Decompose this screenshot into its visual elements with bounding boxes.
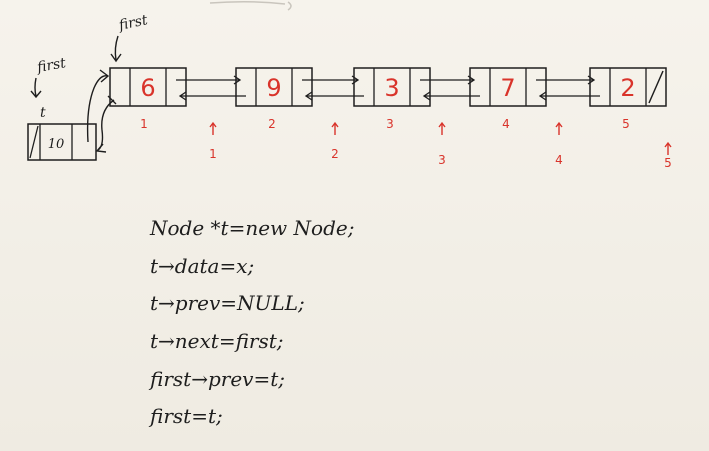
new-node-data: 10 xyxy=(48,137,65,152)
node-data: 3 xyxy=(384,74,399,102)
node-index: 5 xyxy=(622,117,630,131)
node-index: 1 xyxy=(140,117,148,131)
code-line-6: first=t; xyxy=(150,404,223,428)
gap-index: 5 xyxy=(664,156,672,170)
next-link-arrow xyxy=(176,75,242,85)
null-slash xyxy=(648,70,664,104)
node-data: 2 xyxy=(620,74,635,102)
gap-up-arrow xyxy=(438,121,446,135)
next-link-arrow xyxy=(536,75,596,85)
first-label-top: first xyxy=(117,12,150,34)
node-data: 7 xyxy=(500,74,515,102)
gap-index: 1 xyxy=(209,147,217,161)
prev-link-arrow xyxy=(304,91,364,101)
code-line-4: t→next=first; xyxy=(150,329,284,353)
gap-up-arrow xyxy=(209,121,217,135)
node-data: 6 xyxy=(140,74,155,102)
first-label-left: first xyxy=(35,55,68,76)
list-node: 2 xyxy=(589,67,667,107)
first-prev-cross xyxy=(107,95,117,105)
next-link-arrow xyxy=(302,75,360,85)
first-top-arrow xyxy=(110,35,122,63)
list-node: 7 xyxy=(469,67,547,107)
code-line-2: t→data=x; xyxy=(150,254,255,278)
next-link-arrow xyxy=(420,75,476,85)
t-next-curve xyxy=(86,69,110,143)
top-edge-scribble xyxy=(209,0,292,11)
gap-index: 3 xyxy=(438,153,446,167)
list-node: 6 xyxy=(109,67,187,107)
first-left-arrow xyxy=(30,77,42,99)
prev-link-arrow xyxy=(178,91,246,101)
prev-link-arrow xyxy=(538,91,600,101)
new-node-t: 10 xyxy=(27,123,97,161)
code-line-3: t→prev=NULL; xyxy=(150,291,305,315)
first-prev-curve xyxy=(95,99,115,153)
gap-up-arrow xyxy=(664,141,672,155)
node-index: 3 xyxy=(386,117,394,131)
node-index: 4 xyxy=(502,117,510,131)
code-line-1: Node *t=new Node; xyxy=(150,216,355,240)
list-node: 3 xyxy=(353,67,431,107)
prev-link-arrow xyxy=(422,91,480,101)
code-line-5: first→prev=t; xyxy=(150,367,285,391)
node-data: 9 xyxy=(266,74,281,102)
gap-index: 2 xyxy=(331,147,339,161)
temp-node-label: t xyxy=(40,105,46,121)
gap-up-arrow xyxy=(331,121,339,135)
list-node: 9 xyxy=(235,67,313,107)
gap-index: 4 xyxy=(555,153,563,167)
gap-up-arrow xyxy=(555,121,563,135)
node-index: 2 xyxy=(268,117,276,131)
